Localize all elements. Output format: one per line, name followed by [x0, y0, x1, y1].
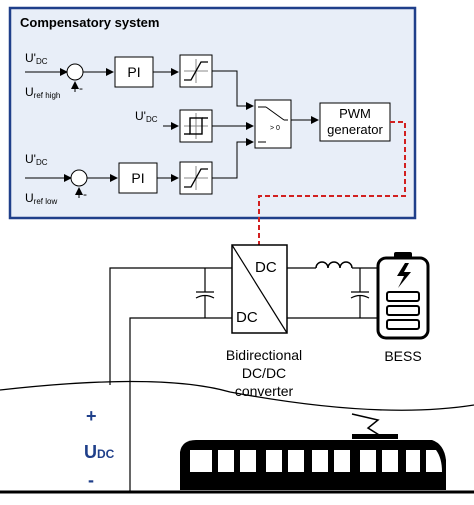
hysteresis-icon [184, 113, 208, 139]
summing-junction-bottom [70, 169, 88, 187]
u-dc-mid-label: U'DC [135, 109, 158, 124]
u-ref-low-label: Uref low [25, 191, 57, 206]
battery-icon [376, 252, 430, 340]
converter-dc-top: DC [255, 259, 277, 276]
summing-junction-top [66, 63, 84, 81]
converter-dc-bottom: DC [236, 309, 258, 326]
input-capacitor [195, 268, 215, 318]
wire-limiter-top-to-switch [212, 70, 254, 110]
pi-top-label: PI [127, 64, 140, 80]
overhead-line [0, 380, 474, 411]
voltage-plus: + [86, 406, 97, 426]
u-dc-top-label: U'DC [25, 51, 48, 66]
converter-diagonal [231, 244, 288, 334]
pi-bottom-label: PI [131, 170, 144, 186]
negative-bus-wire [129, 317, 232, 492]
positive-bus-wire [109, 267, 232, 385]
minus-sign-top: - [79, 81, 83, 95]
pi-controller-top [114, 56, 154, 88]
pi-controller-bottom [118, 162, 158, 194]
bess-label: BESS [384, 348, 421, 364]
switch-label: > 0 [270, 125, 280, 132]
u-dc-bottom-label: U'DC [25, 152, 48, 167]
gate-signal-line [258, 121, 406, 245]
voltage-minus: - [88, 470, 94, 490]
converter-caption-line3: converter [235, 383, 294, 399]
inductor-icon [315, 261, 353, 269]
pwm-label-line2: generator [327, 122, 383, 137]
output-capacitor [350, 268, 370, 318]
u-ref-high-label: Uref high [25, 85, 60, 100]
converter-caption-line2: DC/DC [242, 365, 286, 381]
pwm-label-line1: PWM [339, 106, 371, 121]
switch-icon [258, 106, 288, 143]
pwm-generator-block [319, 102, 391, 142]
saturation-icon-bottom [184, 166, 208, 190]
tram-icon [180, 413, 446, 490]
minus-sign-bottom: - [83, 187, 87, 201]
panel-title: Compensatory system [20, 15, 159, 30]
wire-limiter-bottom-to-switch [212, 138, 254, 179]
saturation-icon-top [184, 59, 208, 83]
switch-block [254, 99, 292, 149]
voltage-u-label: UDC [84, 442, 115, 462]
converter-caption-line1: Bidirectional [226, 347, 302, 363]
